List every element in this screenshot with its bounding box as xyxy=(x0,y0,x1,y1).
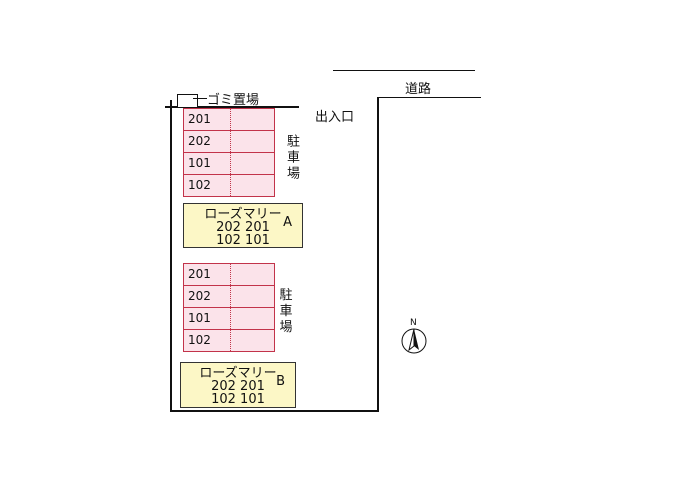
parking-slot: 102 xyxy=(184,175,274,196)
parking-char: 駐 xyxy=(279,288,293,303)
north-compass: N xyxy=(400,318,430,356)
slot-label: 102 xyxy=(188,333,211,347)
garbage-label: ゴミ置場 xyxy=(207,93,260,108)
slot-label: 101 xyxy=(188,311,211,325)
boundary-right xyxy=(377,97,379,411)
road-label: 道路 xyxy=(405,82,432,97)
parking-label-b: 駐車場 xyxy=(279,288,293,336)
entrance-label: 出入口 xyxy=(315,110,355,125)
boundary-left xyxy=(170,100,172,411)
building-b: ローズマリー 202 201 102 101 B xyxy=(180,362,296,408)
unit-row: 202 201 xyxy=(216,220,270,235)
slot-label: 102 xyxy=(188,178,211,192)
building-tag: A xyxy=(283,215,292,230)
parking-slot: 202 xyxy=(184,286,274,308)
building-name: ローズマリー xyxy=(199,366,277,381)
unit-row: 102 101 xyxy=(216,233,270,248)
garbage-leader xyxy=(193,98,207,99)
garbage-box xyxy=(177,94,198,108)
north-arrow-icon xyxy=(401,328,427,354)
unit-row: 102 101 xyxy=(211,392,265,407)
boundary-bottom xyxy=(170,410,379,412)
slot-label: 202 xyxy=(188,289,211,303)
slot-label: 101 xyxy=(188,156,211,170)
building-a: ローズマリー 202 201 102 101 A xyxy=(183,203,303,248)
parking-slot: 202 xyxy=(184,131,274,153)
parking-slot: 102 xyxy=(184,330,274,351)
unit-row: 202 201 xyxy=(211,379,265,394)
parking-slot: 201 xyxy=(184,109,274,131)
road-line-bottom xyxy=(378,97,481,98)
parking-slot: 101 xyxy=(184,308,274,330)
parking-lot-b: 201 202 101 102 xyxy=(183,263,275,352)
slot-label: 201 xyxy=(188,112,211,126)
parking-label-a: 駐車場 xyxy=(284,134,299,182)
slot-label: 201 xyxy=(188,267,211,281)
parking-lot-a: 201 202 101 102 xyxy=(183,108,275,197)
parking-slot: 201 xyxy=(184,264,274,286)
parking-slot: 101 xyxy=(184,153,274,175)
building-name: ローズマリー xyxy=(204,207,282,222)
north-label: N xyxy=(410,318,417,328)
slot-label: 202 xyxy=(188,134,211,148)
parking-char: 車 xyxy=(279,304,293,319)
building-tag: B xyxy=(276,374,285,389)
parking-char: 場 xyxy=(279,320,293,335)
boundary-top xyxy=(165,106,299,108)
road-line-top xyxy=(333,70,475,71)
